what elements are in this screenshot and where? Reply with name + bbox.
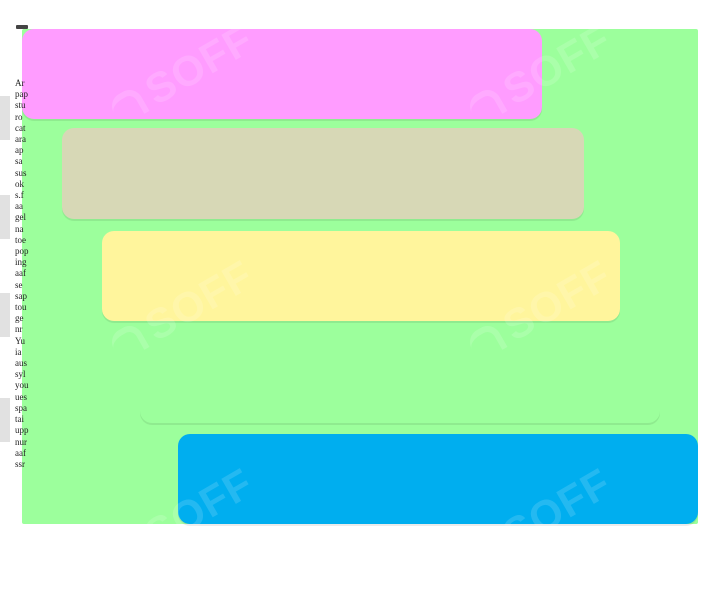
text-column-line: sus bbox=[15, 167, 27, 178]
text-column-line: toe bbox=[15, 234, 26, 245]
text-column-line: aus bbox=[15, 358, 27, 369]
text-column-line: ia bbox=[15, 346, 22, 357]
text-column-line: pap bbox=[15, 89, 28, 100]
text-column-line: tou bbox=[15, 302, 27, 313]
text-column-line: ssr bbox=[15, 458, 26, 469]
text-column-line: sap bbox=[15, 290, 27, 301]
text-column-line: upp bbox=[15, 425, 29, 436]
text-column-line: nr bbox=[15, 324, 23, 335]
text-column-line: ues bbox=[15, 391, 27, 402]
text-column-line: se bbox=[15, 279, 23, 290]
text-column-line: syl bbox=[15, 369, 26, 380]
text-column-line: s.f bbox=[15, 190, 24, 201]
edge-artifact bbox=[0, 195, 10, 239]
layer-4-box bbox=[140, 333, 660, 423]
edge-artifact bbox=[0, 398, 10, 442]
layer-1-box bbox=[22, 29, 542, 119]
text-column-line: pop bbox=[15, 246, 29, 257]
text-column-line: nur bbox=[15, 436, 27, 447]
text-column-line: ap bbox=[15, 145, 24, 156]
text-column-line: ing bbox=[15, 257, 27, 268]
text-column-line: sa bbox=[15, 156, 23, 167]
watermark-logo-icon bbox=[464, 528, 508, 571]
layer-2-box bbox=[62, 128, 584, 219]
edge-artifact bbox=[0, 293, 10, 337]
text-column-line: gel bbox=[15, 212, 26, 223]
edge-artifact bbox=[0, 96, 10, 140]
text-column-line: aaf bbox=[15, 447, 26, 458]
text-column-line: aa bbox=[15, 201, 23, 212]
text-column-line: Yu bbox=[15, 335, 26, 346]
text-column-line: spa bbox=[15, 402, 27, 413]
text-column-line: ge bbox=[15, 313, 24, 324]
text-column-line: Ar bbox=[15, 78, 25, 88]
text-column-line: you bbox=[15, 380, 29, 391]
header-mark bbox=[16, 25, 28, 29]
layer-3-box bbox=[102, 231, 620, 321]
text-column-line: na bbox=[15, 223, 24, 234]
layer-5-box bbox=[178, 434, 698, 524]
text-column-line: cat bbox=[15, 122, 26, 133]
text-column-line: ara bbox=[15, 134, 26, 145]
text-column-line: ok bbox=[15, 178, 24, 189]
text-column-line: tai bbox=[15, 414, 24, 425]
text-column-line: aaf bbox=[15, 268, 26, 279]
text-column-line: stu bbox=[15, 100, 26, 111]
watermark-logo-icon bbox=[106, 528, 150, 571]
text-column-line: ro bbox=[15, 111, 23, 122]
